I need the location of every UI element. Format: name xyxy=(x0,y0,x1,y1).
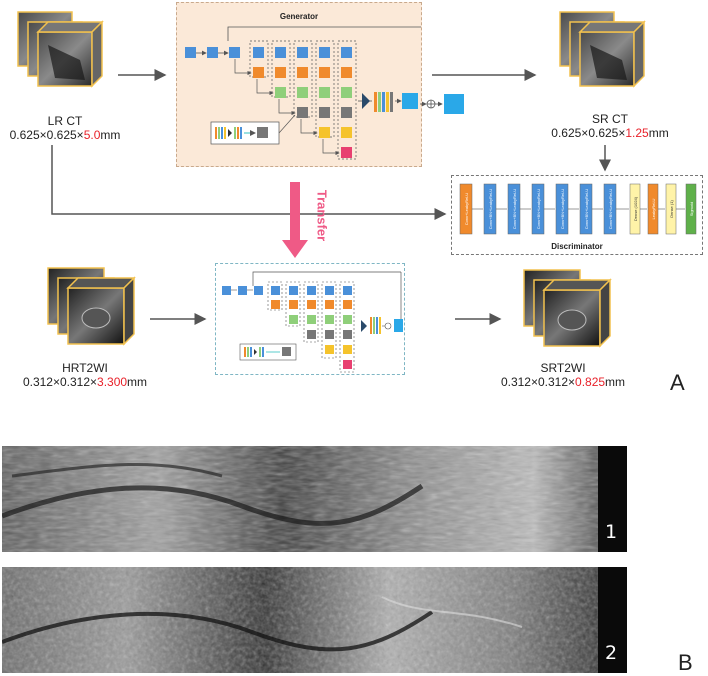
sr-ct-dims-prefix: 0.625×0.625× xyxy=(551,126,626,140)
hrt2wi-unit: mm xyxy=(127,375,148,389)
scan-1-texture xyxy=(2,446,627,552)
discriminator-block-label: Conv+BN+LeakyReLU xyxy=(608,189,613,230)
transfer-network-panel xyxy=(215,263,405,375)
hrt2wi-cube-icon xyxy=(47,267,136,346)
panel-b-letter: B xyxy=(678,650,693,675)
srt2wi-dims-prefix: 0.312×0.312× xyxy=(500,375,576,389)
transfer-label: Transfer xyxy=(314,189,330,242)
srt2wi-unit: mm xyxy=(605,375,626,389)
lr-ct-label: LR CT 0.625×0.625×5.0mm xyxy=(0,114,130,142)
discriminator-panel: Conv+LeakyReLU Conv+BN+LeakyReLU Conv+BN+L… xyxy=(451,175,703,255)
lr-ct-name: LR CT xyxy=(47,114,83,128)
sr-ct-name: SR CT xyxy=(592,112,628,126)
discriminator-title: Discriminator xyxy=(551,242,603,251)
scan-1-label: 1 xyxy=(605,521,618,543)
scan-2-texture xyxy=(2,567,627,673)
discriminator-block-label: Conv+BN+LeakyReLU xyxy=(536,189,541,230)
srt2wi-slice: 0.825 xyxy=(575,375,606,389)
hrt2wi-slice: 3.300 xyxy=(97,375,128,389)
sr-ct-cube-icon xyxy=(559,11,646,88)
discriminator-block-label: Dense (1) xyxy=(669,200,674,218)
generator-network-diagram xyxy=(185,26,421,160)
scan-1-image: 1 xyxy=(2,446,627,552)
sr-ct-unit: mm xyxy=(648,126,669,140)
panel-a-letter: A xyxy=(670,370,685,395)
hrt2wi-label: HRT2WI 0.312×0.312×3.300mm xyxy=(10,361,160,389)
srt2wi-cube-icon xyxy=(523,269,612,348)
lr-ct-unit: mm xyxy=(100,128,121,142)
discriminator-block-label: Sigmoid xyxy=(689,202,694,216)
lr-ct-dims: 0.625×0.625×5.0mm xyxy=(0,128,130,142)
srt2wi-label: SRT2WI 0.312×0.312×0.825mm xyxy=(488,361,638,389)
discriminator-block xyxy=(685,183,697,235)
sr-ct-label: SR CT 0.625×0.625×1.25mm xyxy=(535,112,685,140)
discriminator-block-label: Conv+BN+LeakyReLU xyxy=(584,189,589,230)
sr-ct-slice: 1.25 xyxy=(625,126,649,140)
generator-title: Generator xyxy=(279,12,319,21)
transfer-network-diagram xyxy=(222,271,403,373)
generator-panel: Generator xyxy=(176,2,422,167)
discriminator-block-label: Dense (1024) xyxy=(633,196,638,221)
srt2wi-dims: 0.312×0.312×0.825mm xyxy=(488,375,638,389)
lr-ct-cube-icon xyxy=(17,11,104,88)
sr-ct-dims: 0.625×0.625×1.25mm xyxy=(535,126,685,140)
scan-2-label: 2 xyxy=(605,642,618,664)
lr-ct-slice: 5.0 xyxy=(83,128,101,142)
discriminator-block-label: LeakyReLU xyxy=(651,198,656,219)
scan-2-image: 2 xyxy=(2,567,627,673)
discriminator-block-label: Conv+LeakyReLU xyxy=(464,193,469,226)
transfer-arrow-icon xyxy=(282,182,308,258)
srt2wi-name: SRT2WI xyxy=(540,361,586,375)
hrt2wi-dims: 0.312×0.312×3.300mm xyxy=(10,375,160,389)
arrow-lr-to-discriminator xyxy=(51,145,447,220)
lr-ct-dims-prefix: 0.625×0.625× xyxy=(9,128,84,142)
hrt2wi-dims-prefix: 0.312×0.312× xyxy=(22,375,98,389)
discriminator-block-label: Conv+BN+LeakyReLU xyxy=(560,189,565,230)
discriminator-network-diagram: Conv+LeakyReLU Conv+BN+LeakyReLU Conv+BN+L… xyxy=(459,183,697,235)
discriminator-block-label: Conv+BN+LeakyReLU xyxy=(512,189,517,230)
discriminator-block-label: Conv+BN+LeakyReLU xyxy=(488,189,493,230)
generator-output-cube-icon xyxy=(420,94,464,114)
hrt2wi-name: HRT2WI xyxy=(62,361,108,375)
transfer-label-wrap: Transfer xyxy=(311,182,331,252)
